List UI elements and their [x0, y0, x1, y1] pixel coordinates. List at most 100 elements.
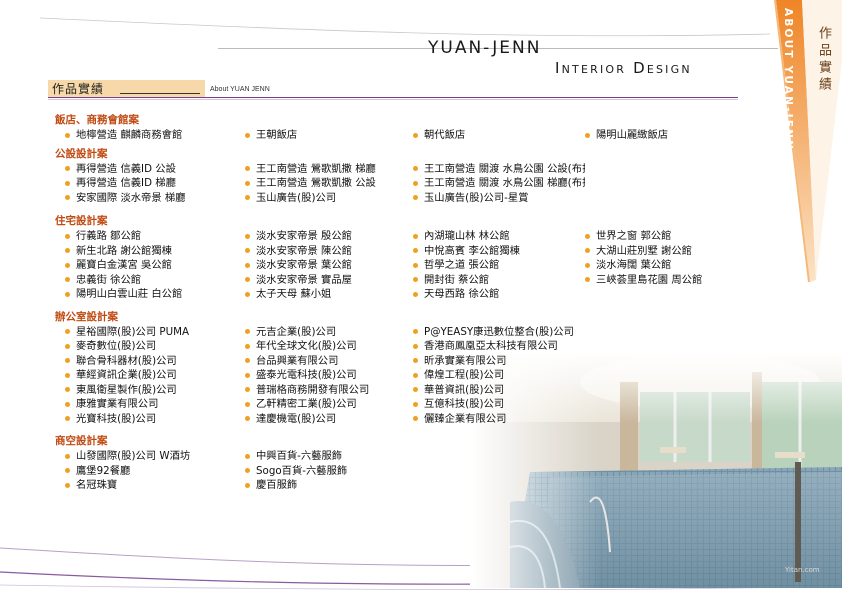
list-item: 世界之窗 郭公館: [585, 229, 755, 244]
bullet-dot-icon: [413, 291, 418, 297]
bullet-dot-icon: [65, 401, 70, 407]
list-item-label: 陽明山麗緻飯店: [596, 129, 669, 141]
header-divider: [218, 48, 778, 49]
list-item-label: 玉山廣告(股)公司-星賞: [424, 191, 529, 204]
bullet-dot-icon: [245, 248, 250, 254]
list-item-label: 王工南營造 鶯歌凱撒 公設: [256, 177, 376, 189]
list-item-label: P@YEASY康迅數位整合(股)公司: [424, 325, 574, 338]
list-item-label: 麥奇數位(股)公司: [76, 340, 157, 352]
list-item-label: 華經資訊企業(股)公司: [76, 369, 177, 381]
list-item: 忠義街 徐公館: [65, 273, 245, 288]
bullet-dot-icon: [65, 262, 70, 268]
section-1: 公設設計案再得營造 信義ID 公設王工南營造 鶯歌凱撒 梯廳王工南營造 關渡 水…: [55, 147, 745, 206]
list-item-label: 哲學之道 張公館: [424, 259, 500, 271]
list-item: 淡水安家帝景 殷公館: [245, 229, 413, 244]
bullet-dot-icon: [585, 262, 590, 268]
list-item-label: 名冠珠寶: [76, 479, 118, 491]
list-item: 乙軒精密工業(股)公司: [245, 397, 413, 412]
list-item-label: 香港商鳳凰亞太科技有限公司: [424, 340, 558, 352]
title-rule: [48, 97, 738, 98]
list-item: 再得營造 信義ID 梯廳: [65, 176, 245, 191]
list-item-label: 聯合骨科器材(股)公司: [76, 354, 177, 367]
list-item: 再得營造 信義ID 公設: [65, 162, 245, 177]
list-item-label: 淡水安家帝景 殷公館: [256, 230, 352, 242]
list-item-label: 偉煌工程(股)公司: [424, 369, 505, 381]
list-item-label: 新生北路 謝公館獨棟: [76, 244, 172, 257]
about-vertical-text: ABOUT YUAN-JENN: [782, 8, 794, 152]
empty-cell: [585, 354, 755, 369]
section-title: 住宅設計案: [55, 215, 108, 227]
empty-cell: [585, 412, 755, 427]
list-item: 玉山廣告(股)公司-星賞: [413, 191, 585, 206]
bullet-dot-icon: [413, 195, 418, 201]
list-item: 淡水海闊 葉公館: [585, 258, 755, 273]
bullet-dot-icon: [413, 372, 418, 378]
title-underline: [120, 93, 200, 94]
bullet-dot-icon: [413, 248, 418, 254]
empty-cell: [585, 383, 755, 398]
list-item-label: 陽明山白雲山莊 白公館: [76, 288, 183, 300]
bullet-dot-icon: [245, 387, 250, 393]
list-item-label: 康雅實業有限公司: [76, 398, 159, 410]
empty-cell: [585, 325, 755, 340]
list-item: 淡水安家帝景 葉公館: [245, 258, 413, 273]
bullet-dot-icon: [65, 277, 70, 283]
page-subtitle: About YUAN JENN: [210, 86, 270, 93]
list-item: 內湖瓏山林 林公館: [413, 229, 585, 244]
list-item: 地檸營造 麒麟商務會館: [65, 128, 245, 143]
list-item: 偉煌工程(股)公司: [413, 368, 585, 383]
list-item: Sogo百貨-六藝服飾: [245, 464, 413, 479]
bullet-dot-icon: [413, 132, 418, 138]
list-item: 陽明山白雲山莊 白公館: [65, 287, 245, 302]
list-item: 朝代飯店: [413, 128, 585, 143]
bullet-dot-icon: [413, 401, 418, 407]
bullet-dot-icon: [65, 329, 70, 335]
list-item-label: 東風衛星製作(股)公司: [76, 383, 177, 396]
bullet-dot-icon: [245, 401, 250, 407]
list-item-label: 中興百貨-六藝服飾: [256, 450, 343, 462]
list-item: 元吉企業(股)公司: [245, 325, 413, 340]
bullet-dot-icon: [413, 233, 418, 239]
list-item: 山發國際(股)公司 W酒坊: [65, 449, 245, 464]
list-item-label: 年代全球文化(股)公司: [256, 340, 357, 352]
section-title: 辦公室設計案: [55, 310, 118, 323]
empty-cell: [585, 191, 755, 206]
list-item-label: 內湖瓏山林 林公館: [424, 230, 510, 242]
list-item: 香港商鳳凰亞太科技有限公司: [413, 339, 585, 354]
list-item: 開封街 蔡公館: [413, 273, 585, 288]
empty-cell: [585, 339, 755, 354]
list-item-label: 鷹堡92餐廳: [76, 464, 131, 477]
bullet-dot-icon: [413, 277, 418, 283]
bullet-dot-icon: [413, 416, 418, 422]
bullet-dot-icon: [413, 329, 418, 335]
list-item-label: 安家國際 淡水帝景 梯廳: [76, 191, 186, 204]
list-item: 普瑞格商務開發有限公司: [245, 383, 413, 398]
list-item-label: 淡水海闊 葉公館: [596, 259, 672, 271]
list-item-label: 忠義街 徐公館: [76, 273, 142, 286]
list-item: 華普資訊(股)公司: [413, 383, 585, 398]
list-item-label: 淡水安家帝景 葉公館: [256, 259, 352, 271]
list-item: 淡水安家帝景 陳公館: [245, 244, 413, 259]
list-item: 淡水安家帝景 實品屋: [245, 273, 413, 288]
list-item: 王工南營造 鶯歌凱撒 梯廳: [245, 162, 413, 177]
list-item-label: 地檸營造 麒麟商務會館: [76, 129, 183, 141]
list-item-label: 再得營造 信義ID 梯廳: [76, 177, 176, 189]
list-item-label: 天母西路 徐公館: [424, 288, 500, 300]
list-item-label: 王工南營造 關渡 水鳥公園 梯廳(布拉格): [424, 177, 585, 189]
bullet-dot-icon: [413, 166, 418, 172]
bullet-dot-icon: [245, 482, 250, 488]
bullet-dot-icon: [585, 132, 590, 138]
bullet-dot-icon: [245, 343, 250, 349]
list-item-label: 王工南營造 鶯歌凱撒 梯廳: [256, 162, 376, 175]
list-item: 大湖山莊別墅 謝公館: [585, 244, 755, 259]
list-item-label: 再得營造 信義ID 公設: [76, 162, 176, 175]
bullet-dot-icon: [585, 277, 590, 283]
bullet-dot-icon: [65, 195, 70, 201]
page-title: 作品實績: [52, 82, 105, 96]
bullet-dot-icon: [65, 482, 70, 488]
section-grid: 地檸營造 麒麟商務會館王朝飯店朝代飯店陽明山麗緻飯店: [65, 128, 745, 143]
empty-cell: [585, 368, 755, 383]
